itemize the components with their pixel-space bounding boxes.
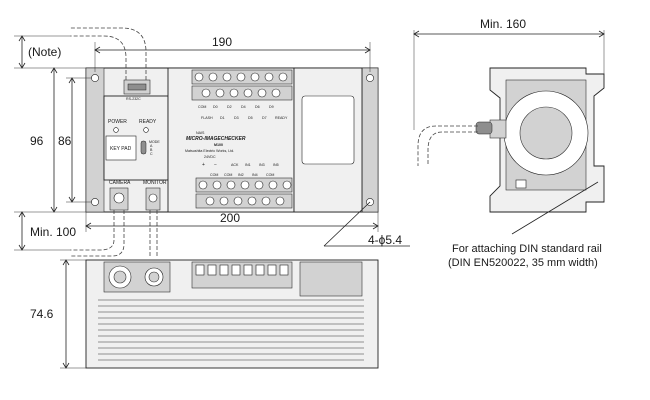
ready-led	[143, 127, 149, 133]
terminal-top-label-0: COM	[198, 105, 206, 109]
din-note-line2: (DIN EN520022, 35 mm width)	[448, 257, 598, 269]
dim-86-label: 86	[58, 134, 72, 148]
model-label: M100	[214, 143, 223, 147]
terminal-bottom1-label-0: ACK	[231, 163, 239, 167]
terminal-mid-label-5: READY	[275, 116, 288, 120]
mode-switch	[140, 140, 147, 155]
voltage-label: 24VDC	[204, 155, 216, 159]
mode-label: MODE	[149, 140, 160, 144]
dim-190-label: 190	[212, 35, 232, 49]
terminal-bottom1-label-3: IN5	[273, 163, 279, 167]
side-bottom-slot	[515, 179, 527, 189]
terminal-bottom2-label-1: COM	[224, 173, 232, 177]
mode-c-label: C	[150, 152, 153, 156]
min-160-label: Min. 160	[480, 17, 526, 31]
camera-cable-2	[70, 210, 125, 257]
terminal-mid-label-0: FLASH	[201, 116, 213, 120]
mode-b-label: B	[150, 148, 153, 152]
side-cable	[417, 125, 478, 166]
plus-label: +	[202, 162, 205, 168]
monitor-label: MONITOR	[143, 180, 167, 186]
front-right-window	[301, 95, 355, 165]
rs232c-cable-2	[70, 27, 147, 80]
right-mount-tab	[361, 67, 379, 213]
brand-label: NAIS	[196, 131, 205, 135]
maker-label: Matsushita Electric Works, Ltd.	[185, 149, 234, 153]
min-100-label: Min. 100	[30, 225, 76, 239]
bottom-dimensions: 74.6	[30, 259, 86, 369]
bottom-terminal-strip	[191, 261, 293, 289]
terminal-top-label-2: D2	[227, 105, 232, 109]
left-mount-tab	[85, 67, 105, 213]
bottom-vent-fins	[98, 299, 364, 361]
mount-hole-top-right	[366, 74, 374, 82]
key-pad-label: KEY PAD	[110, 146, 132, 152]
note-label: (Note)	[28, 45, 61, 59]
bottom-monitor-port-inner	[148, 271, 160, 283]
camera-cable	[70, 210, 115, 251]
terminal-mid-label-2: D3	[234, 116, 239, 120]
side-plug	[475, 121, 493, 135]
rs232c-label: RS-232C	[126, 97, 141, 101]
power-label: POWER	[108, 119, 127, 125]
terminal-mid-label-3: D5	[248, 116, 253, 120]
bottom-camera-port-inner	[113, 270, 127, 284]
hole-label: 4-ϕ5.4	[368, 233, 402, 247]
front-dimensions: (Note) 190 96 86 200 Min. 100 4-ϕ5.4	[14, 35, 410, 251]
side-dimensions: Min. 160	[413, 17, 605, 130]
side-cable-2	[427, 131, 478, 166]
terminal-top-label-3: D4	[241, 105, 246, 109]
bottom-terminal-row	[195, 177, 293, 209]
top-terminal-row	[191, 69, 293, 101]
rs232c-cable	[70, 35, 127, 80]
bottom-terminal-teeth	[195, 264, 289, 276]
terminal-bottom1-label-2: IN3	[259, 163, 265, 167]
terminal-bottom2-label-3: IN4	[252, 173, 258, 177]
terminal-bottom2-label-0: COM	[210, 173, 218, 177]
power-led	[113, 127, 119, 133]
product-label: MICRO-IMAGECHECKER	[186, 136, 246, 142]
bottom-right-block	[299, 261, 363, 297]
side-window-inner	[519, 106, 573, 160]
dim-96-label: 96	[30, 134, 44, 148]
terminal-bottom1-label-1: IN1	[245, 163, 251, 167]
mount-hole-bottom-left	[91, 198, 99, 206]
side-view	[475, 67, 605, 213]
rs232c-pins	[127, 83, 147, 91]
side-connector	[489, 119, 507, 139]
minus-label: −	[214, 162, 217, 168]
camera-label: CAMERA	[109, 180, 131, 186]
terminal-mid-label-4: D7	[262, 116, 267, 120]
monitor-connector-ring	[148, 193, 158, 203]
ready-label: READY	[139, 119, 157, 125]
bottom-view	[85, 259, 379, 369]
key-pad-connector	[105, 135, 137, 161]
front-view: POWER READY KEY PAD MODE A B C RS-232C C…	[85, 67, 379, 213]
din-leader-line	[511, 181, 599, 235]
dim-200-label: 200	[220, 211, 240, 225]
terminal-top-label-4: D6	[255, 105, 260, 109]
din-note-line1: For attaching DIN standard rail	[452, 243, 602, 255]
mount-hole-top-left	[91, 74, 99, 82]
terminal-bottom2-label-4: COM	[266, 173, 274, 177]
terminal-mid-label-1: D1	[220, 116, 225, 120]
terminal-bottom2-label-2: IN2	[238, 173, 244, 177]
dim-74-6-label: 74.6	[30, 307, 54, 321]
camera-connector-ring	[113, 192, 125, 204]
mode-a-label: A	[150, 144, 153, 148]
terminal-top-label-5: D9	[269, 105, 274, 109]
terminal-top-label-1: D0	[213, 105, 218, 109]
